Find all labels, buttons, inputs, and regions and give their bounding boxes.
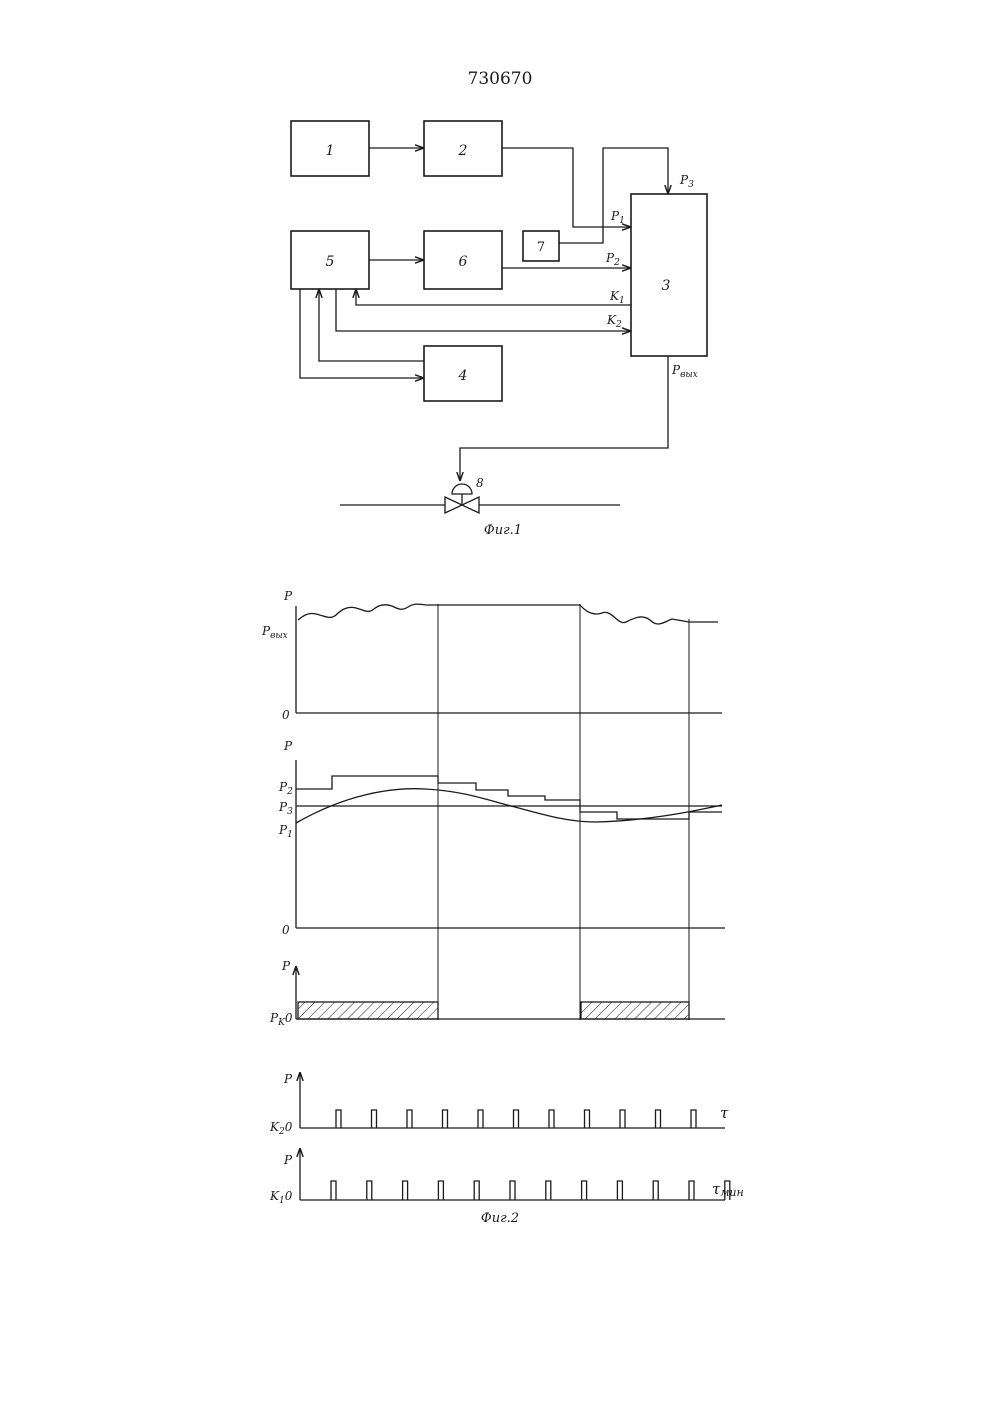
k1-pulse	[474, 1181, 479, 1200]
panel-k1-pulses: P K10 τмин	[269, 1148, 744, 1206]
block-7-label: 7	[537, 240, 545, 255]
block-5-label: 5	[326, 254, 335, 270]
panel-4-tau-label: τ	[720, 1104, 729, 1122]
k1-pulse	[438, 1181, 443, 1200]
k2-pulse-train	[336, 1110, 696, 1128]
valve-8: 8	[340, 476, 620, 513]
signal-p3-label: P3	[679, 173, 694, 190]
k2-pulse	[478, 1110, 483, 1128]
k1-pulse	[546, 1181, 551, 1200]
pk-hatched-block-2	[581, 1002, 689, 1019]
k2-pulse	[620, 1110, 625, 1128]
valve-actuator	[452, 484, 472, 494]
panel-3-axis-label: P	[281, 959, 291, 973]
panel-2-p1-label: P1	[278, 823, 293, 840]
signal-pout-label: Pвых	[671, 363, 698, 380]
valve-label: 8	[476, 476, 484, 490]
panel-4-k2-label: K20	[269, 1120, 293, 1137]
k1-pulse-train	[331, 1181, 730, 1200]
signal-p2-step-line	[296, 776, 722, 819]
figure-1-block-diagram: 1 2 3 4 5 6 7 P1 P2 P3 K1 K2 Pвых	[291, 121, 707, 538]
output-pressure-curve	[298, 604, 718, 624]
block-2-label: 2	[458, 143, 468, 159]
panel-output-pressure: P Pвых 0	[261, 589, 722, 722]
k1-pulse	[367, 1181, 372, 1200]
panel-pk-signal: P PK0	[269, 959, 725, 1028]
link-3-to-5-k1	[356, 289, 631, 305]
patent-number: 730670	[468, 69, 533, 89]
panel-2-zero-label: 0	[282, 923, 290, 937]
panel-1-level-label: Pвых	[261, 624, 288, 641]
k1-pulse	[403, 1181, 408, 1200]
signal-k1-label: K1	[609, 289, 625, 306]
block-6-label: 6	[459, 254, 468, 270]
panel-1-zero-label: 0	[282, 708, 290, 722]
panel-5-k1-label: K10	[269, 1189, 293, 1206]
figure-1-caption: Фиг.1	[484, 523, 522, 538]
panel-5-tau-label: τмин	[712, 1180, 744, 1199]
panel-3-level-label: PK0	[269, 1011, 293, 1028]
k2-pulse	[336, 1110, 341, 1128]
link-5-to-3-k2	[336, 289, 631, 331]
k2-pulse	[372, 1110, 377, 1128]
panel-2-p2-label: P2	[278, 780, 293, 797]
k1-pulse	[510, 1181, 515, 1200]
k2-pulse	[691, 1110, 696, 1128]
k2-pulse	[656, 1110, 661, 1128]
panel-input-signals: P P2 P3 P1 0	[278, 739, 725, 937]
k1-pulse	[582, 1181, 587, 1200]
block-3	[631, 194, 707, 356]
signal-p1-label: P1	[610, 209, 625, 226]
signal-k2-label: K2	[606, 313, 622, 330]
block-4-label: 4	[458, 368, 468, 384]
panel-2-axis-label: P	[283, 739, 293, 753]
block-1-label: 1	[326, 143, 335, 159]
link-4-to-5	[319, 289, 424, 361]
k1-pulse	[653, 1181, 658, 1200]
k2-pulse	[443, 1110, 448, 1128]
block-3-label: 3	[662, 278, 671, 294]
figure-2-timing-diagram: P Pвых 0 P P2 P3 P1 0 P PK0	[261, 589, 744, 1226]
k2-pulse	[549, 1110, 554, 1128]
figure-2-caption: Фиг.2	[481, 1211, 519, 1226]
k2-pulse	[585, 1110, 590, 1128]
k1-pulse	[689, 1181, 694, 1200]
panel-2-p3-label: P3	[278, 800, 293, 817]
panel-1-axis-label: P	[283, 589, 293, 603]
panel-4-axis-label: P	[283, 1072, 293, 1086]
k2-pulse	[407, 1110, 412, 1128]
panel-5-axis-label: P	[283, 1153, 293, 1167]
k1-pulse	[617, 1181, 622, 1200]
signal-p2-label: P2	[605, 251, 620, 268]
k1-pulse	[331, 1181, 336, 1200]
pk-hatched-block-1	[298, 1002, 438, 1019]
panel-k2-pulses: P K20 τ	[269, 1072, 729, 1137]
k2-pulse	[514, 1110, 519, 1128]
